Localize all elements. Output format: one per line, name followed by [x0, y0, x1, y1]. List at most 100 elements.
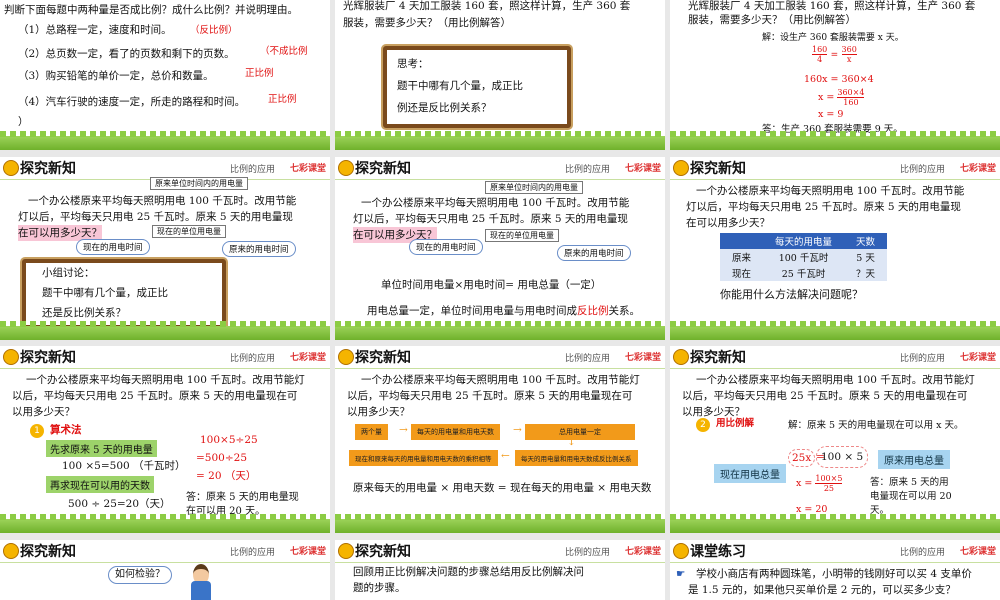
board-title: 思考：: [397, 58, 429, 70]
slide-header: 课堂练习 比例的应用 七彩课堂: [670, 540, 1000, 563]
slide-subtitle: 比例的应用: [230, 165, 276, 175]
slide-9: 探究新知比例的应用七彩课堂 一个办公楼原来平均每天照明用电 100 千瓦时。改用…: [670, 346, 1000, 533]
board-line-2: 还是反比例关系？: [42, 307, 126, 319]
formula-1: 单位时间用电量×用电时间= 用电总量（一定）: [381, 279, 602, 291]
arrow-down-icon: ↓: [567, 436, 576, 448]
grass-decoration: [0, 131, 330, 150]
combined-calc-3: = 20 （天）: [196, 470, 257, 482]
step-badge: 2: [696, 418, 710, 432]
problem-line-1: 一个办公楼原来平均每天照明用电 100 千瓦时。改用节能灯: [696, 374, 975, 386]
slide-6: 探究新知比例的应用七彩课堂 一个办公楼原来平均每天照明用电 100 千瓦时。改用…: [670, 157, 1000, 340]
equation-step-2: 160x = 360×4: [804, 74, 874, 85]
label-original-total: 原来用电总量: [878, 450, 950, 469]
formula-2: 用电总量一定，单位时间用电量与用电时间成反比例关系。: [367, 305, 640, 317]
slide-title: 探究新知: [20, 161, 76, 177]
slide-subtitle: 比例的应用: [565, 548, 611, 558]
answer-4: 正比例: [268, 94, 297, 105]
slide-title: 探究新知: [20, 350, 76, 366]
slide-12: 课堂练习 比例的应用 七彩课堂 ☛ 学校小商店有两种圆珠笔，小明带的钱刚好可以买 4…: [670, 540, 1000, 600]
cloud-original-time: 原来的用电时间: [222, 241, 296, 257]
method-title: 用比例解: [716, 418, 755, 429]
arrow-right-icon: →: [513, 424, 522, 436]
board-title: 小组讨论：: [42, 267, 95, 279]
pointing-hand-icon: ☛: [676, 568, 686, 580]
brand-logo: 七彩课堂: [960, 547, 997, 557]
label-original-unit: 原来单位时间内的用电量: [485, 181, 583, 194]
slide-5: 探究新知比例的应用七彩课堂 原来单位时间内的用电量 一个办公楼原来平均每天照明用…: [335, 157, 665, 340]
answer-1: 答：原来 5 天的用: [870, 477, 949, 488]
step-1-label: 先求原来 5 天的用电量: [46, 440, 157, 457]
slide-title: 探究新知: [355, 161, 411, 177]
lightbulb-icon: [3, 349, 19, 365]
slide-10: 探究新知比例的应用七彩课堂 如何检验？: [0, 540, 330, 600]
grass-decoration: [335, 514, 665, 533]
arrow-left-icon: ←: [501, 450, 510, 462]
board-line-1: 题干中哪有几个量，成正比: [42, 287, 168, 299]
equation-left: 25x: [788, 449, 816, 467]
pencil-icon: [673, 543, 689, 559]
slide-title: 探究新知: [690, 350, 746, 366]
slide-header: 探究新知比例的应用七彩课堂: [0, 346, 330, 369]
cloud-current-time: 现在的用电时间: [409, 239, 483, 255]
slide-header: 探究新知比例的应用七彩课堂: [335, 346, 665, 369]
combined-calc-1: 100×5÷25: [200, 434, 258, 446]
slide-title: 探究新知: [20, 544, 76, 560]
grass-decoration: [0, 321, 330, 340]
step-2-label: 再求现在可以用的天数: [46, 476, 154, 493]
slide-header: 探究新知比例的应用七彩课堂: [335, 540, 665, 563]
item-1: （1）总路程一定，速度和时间。: [18, 24, 172, 36]
problem-line-2: 以后，平均每天只用电 25 千瓦时。原来 5 天的用电量现在可: [682, 390, 968, 402]
slide-11: 探究新知比例的应用七彩课堂 回顾用正比例解决问题的步骤总结用反比例解决问 题的步…: [335, 540, 665, 600]
slide-title: 探究新知: [690, 161, 746, 177]
lightbulb-icon: [673, 349, 689, 365]
slide-title: 探究新知: [355, 544, 411, 560]
slide-header: 探究新知比例的应用七彩课堂: [0, 540, 330, 563]
slide-8: 探究新知比例的应用七彩课堂 一个办公楼原来平均每天照明用电 100 千瓦时。改用…: [335, 346, 665, 533]
slide-subtitle: 比例的应用: [900, 548, 946, 558]
thinking-board: 思考： 题干中哪有几个量，成正比 例还是反比例关系？: [383, 46, 571, 128]
brand-logo: 七彩课堂: [290, 353, 327, 363]
label-current-unit: 现在的单位用电量: [485, 229, 559, 242]
discussion-board: 小组讨论： 题干中哪有几个量，成正比 还是反比例关系？: [22, 259, 226, 329]
grass-decoration: [335, 131, 665, 150]
exercise-line-1: 学校小商店有两种圆珠笔，小明带的钱刚好可以买 4 支单价: [696, 568, 972, 580]
speech-bubble: 如何检验？: [108, 566, 172, 584]
item-2: （2）总页数一定，看了的页数和剩下的页数。: [18, 48, 235, 60]
solution-setup: 解：原来 5 天的用电量现在可以用 x 天。: [788, 420, 964, 431]
slide-header: 探究新知比例的应用七彩课堂: [670, 346, 1000, 369]
step-2-calc: 500 ÷ 25=20（天）: [68, 498, 171, 510]
arrow-right-icon: →: [399, 424, 408, 436]
equation-right: 100 × 5: [816, 446, 869, 468]
lightbulb-icon: [673, 160, 689, 176]
brand-logo: 七彩课堂: [290, 164, 327, 174]
combined-calc-2: =500÷25: [196, 452, 247, 464]
table-header-row: 每天的用电量天数: [720, 233, 888, 249]
problem-line-1: 一个办公楼原来平均每天照明用电 100 千瓦时。改用节能: [28, 195, 297, 207]
step-badge: 1: [30, 424, 44, 438]
grass-decoration: [0, 514, 330, 533]
grass-decoration: [670, 321, 1000, 340]
answer-1: （反比例）: [190, 25, 238, 36]
slide-header: 探究新知比例的应用七彩课堂: [335, 157, 665, 180]
answer-3: 正比例: [245, 68, 274, 79]
lightbulb-icon: [338, 349, 354, 365]
board-line-2: 例还是反比例关系？: [397, 102, 492, 114]
slide-1: 判断下面每题中两种量是否成比例？成什么比例？并说明理由。 （1）总路程一定，速度…: [0, 0, 330, 150]
lightbulb-icon: [3, 543, 19, 559]
problem-line-3: 在可以用多少天？: [686, 217, 770, 229]
board-line-1: 题干中哪有几个量，成正比: [397, 80, 523, 92]
slide-3: 光辉服装厂 4 天加工服装 160 套，照这样计算，生产 360 套 服装，需要…: [670, 0, 1000, 150]
grass-decoration: [335, 321, 665, 340]
slide-title: 课堂练习: [690, 544, 746, 560]
slide-subtitle: 比例的应用: [565, 354, 611, 364]
problem-line-1: 光辉服装厂 4 天加工服装 160 套，照这样计算，生产 360 套: [688, 0, 976, 12]
exercise-line-2: 是 1.5 元的，如果他只买单价是 2 元的，可以买多少支？: [688, 584, 956, 596]
problem-line-3: 以用多少天？: [12, 406, 75, 418]
problem-line-1: 一个办公楼原来平均每天照明用电 100 千瓦时。改用节能灯: [361, 374, 640, 386]
slide-subtitle: 比例的应用: [565, 165, 611, 175]
slide-2: 光辉服装厂 4 天加工服装 160 套，照这样计算，生产 360 套 服装，需要…: [335, 0, 665, 150]
